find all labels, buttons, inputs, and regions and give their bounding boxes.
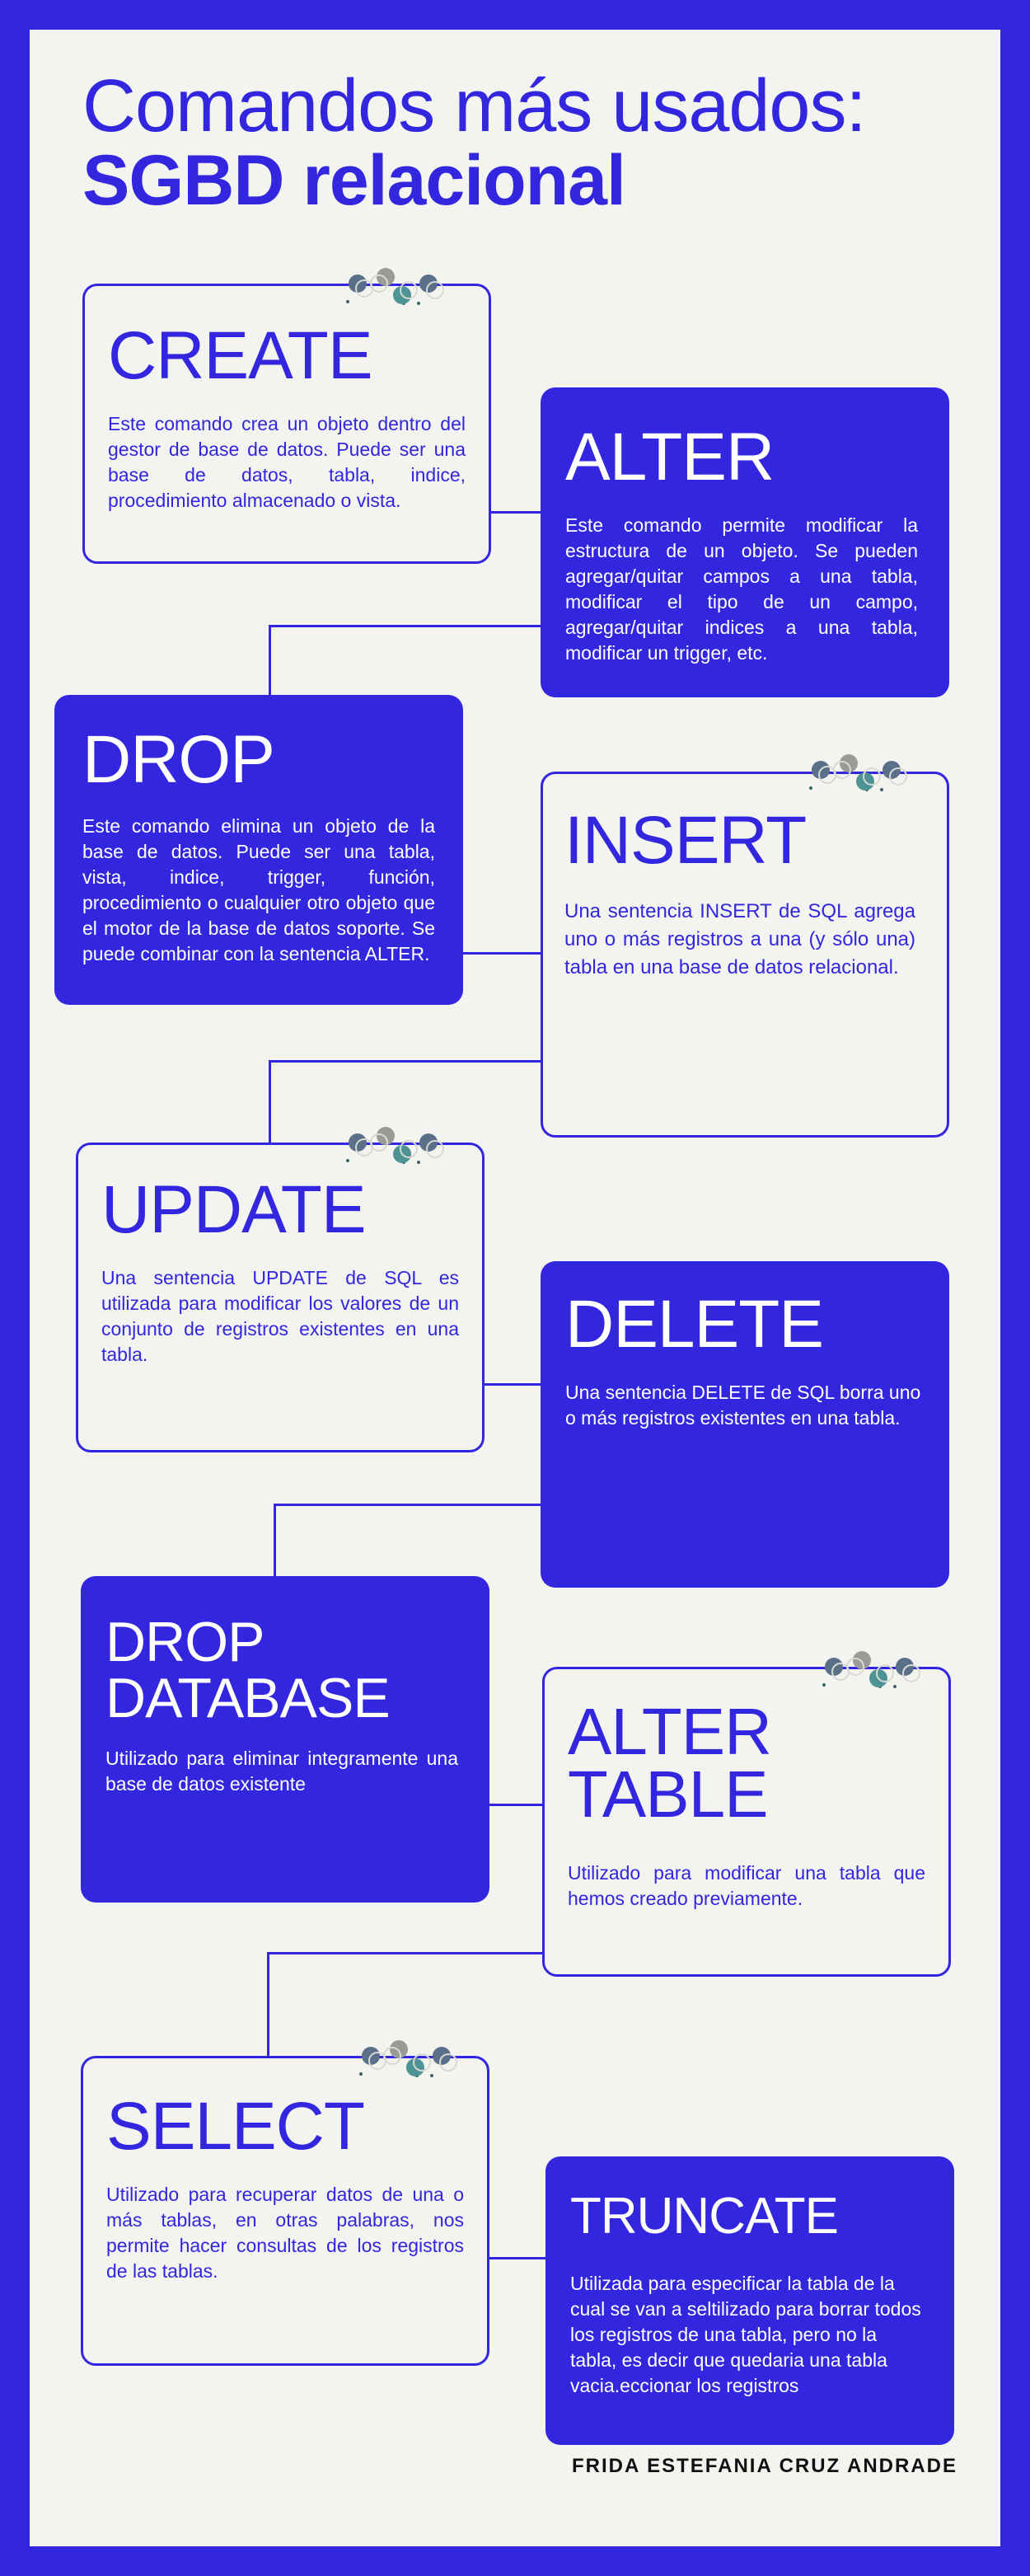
page-title: Comandos más usados: SGBD relacional (82, 69, 866, 216)
connector-update-delete (485, 1383, 542, 1386)
connector-create-alter (489, 511, 542, 514)
insert-description: Una sentencia INSERT de SQL agrega uno o… (564, 899, 915, 978)
update-description: Una sentencia UPDATE de SQL es utilizada… (101, 1266, 459, 1365)
decorative-dots-icon (359, 2040, 457, 2077)
truncate-card: TRUNCATE Utilizada para especificar la t… (545, 2156, 954, 2445)
alter-table-description: Utilizado para modificar una tabla que h… (568, 1862, 925, 1909)
drop-database-description: Utilizado para eliminar integramente una… (105, 1748, 458, 1795)
truncate-description: Utilizada para especificar la tabla de l… (570, 2272, 921, 2396)
alter-table-card: ALTER TABLE Utilizado para modificar una… (542, 1667, 951, 1977)
select-card: SELECT Utilizado para recuperar datos de… (81, 2056, 489, 2366)
decorative-dots-icon (809, 754, 907, 791)
insert-card: INSERT Una sentencia INSERT de SQL agreg… (541, 772, 949, 1138)
update-title: UPDATE (101, 1172, 367, 1247)
create-description: Este comando crea un objeto dentro del g… (108, 412, 466, 511)
drop-card: DROP Este comando elimina un objeto de l… (54, 695, 463, 1005)
select-title: SELECT (106, 2089, 365, 2164)
update-card: UPDATE Una sentencia UPDATE de SQL es ut… (76, 1143, 485, 1452)
title-line-1: Comandos más usados: (82, 65, 866, 148)
connector-select-truncate (489, 2257, 547, 2259)
drop-database-title: DROP DATABASE (105, 1611, 391, 1729)
connector-altertable-select-h (267, 1952, 544, 1954)
drop-database-card: DROP DATABASE Utilizado para eliminar in… (81, 1576, 489, 1903)
create-title: CREATE (108, 318, 373, 393)
connector-delete-dropdb-v (274, 1504, 276, 1578)
truncate-title: TRUNCATE (570, 2188, 839, 2245)
alter-description: Este comando permite modificar la estruc… (565, 514, 918, 664)
connector-insert-update-h (269, 1060, 542, 1063)
insert-title: INSERT (564, 803, 807, 878)
delete-description: Una sentencia DELETE de SQL borra uno o … (565, 1381, 921, 1429)
connector-altertable-select-v (267, 1952, 269, 2059)
drop-description: Este comando elimina un objeto de la bas… (82, 814, 435, 964)
connector-delete-dropdb-h (274, 1504, 542, 1506)
drop-title: DROP (82, 722, 275, 797)
alter-table-title: ALTER TABLE (568, 1695, 772, 1831)
delete-card: DELETE Una sentencia DELETE de SQL borra… (541, 1261, 949, 1588)
alter-card: ALTER Este comando permite modificar la … (541, 387, 949, 697)
title-line-2: SGBD relacional (82, 141, 626, 220)
author-credit: FRIDA ESTEFANIA CRUZ ANDRADE (572, 2455, 957, 2477)
connector-insert-update-v (269, 1060, 271, 1143)
connector-drop-insert (461, 952, 542, 955)
delete-title: DELETE (565, 1287, 824, 1362)
decorative-dots-icon (822, 1651, 920, 1688)
decorative-dots-icon (346, 1127, 444, 1164)
connector-alter-drop-h (269, 625, 542, 627)
select-description: Utilizado para recuperar datos de una o … (106, 2183, 464, 2282)
create-card: CREATE Este comando crea un objeto dentr… (82, 284, 491, 564)
alter-title: ALTER (565, 420, 775, 495)
connector-alter-drop-v (269, 625, 271, 696)
decorative-dots-icon (346, 268, 444, 305)
connector-dropdb-altertable (489, 1804, 544, 1806)
